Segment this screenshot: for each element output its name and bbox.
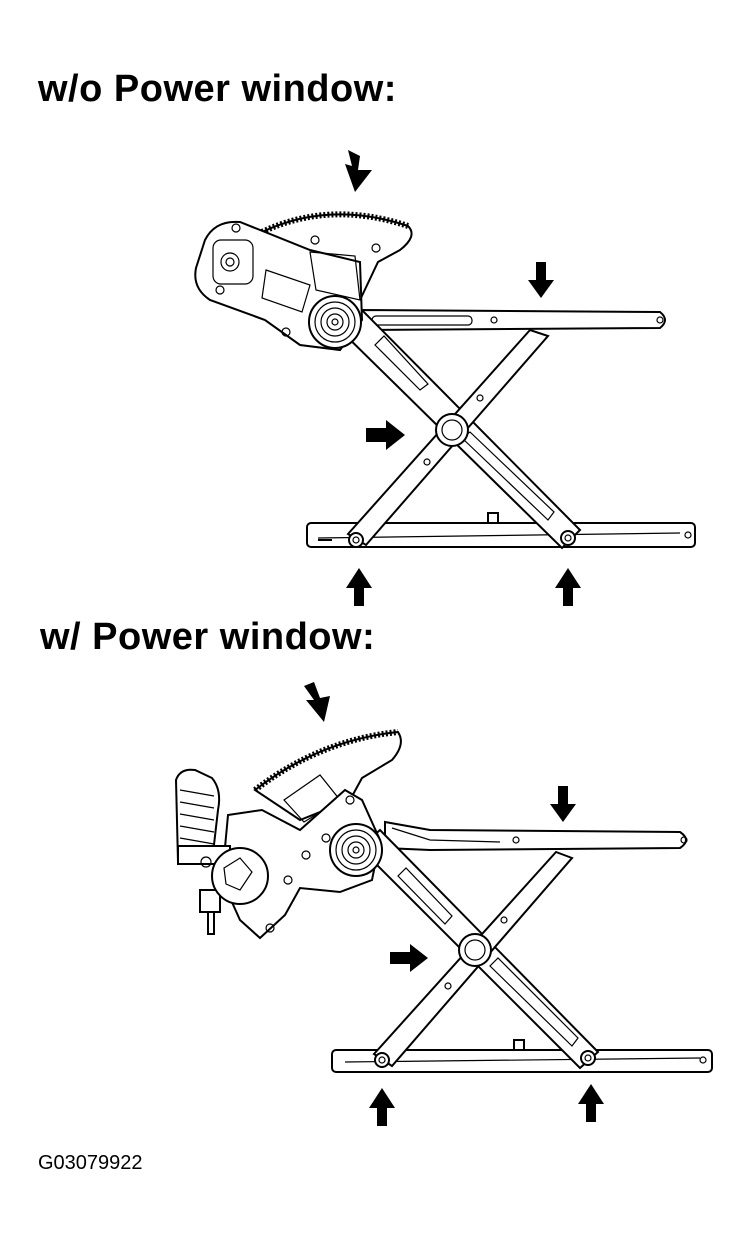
spiral-spring-icon [308,295,362,349]
arrow-icon [304,682,330,722]
heading-without-power-window: w/o Power window: [38,68,397,110]
arrow-icon [550,786,576,822]
base-plate [220,788,382,940]
arrow-icon [390,944,428,972]
arrow-icon [578,1084,604,1122]
center-pivot [458,933,492,967]
power-window-regulator [174,682,713,1126]
arrow-icon [369,1088,395,1126]
arrow-icon [345,150,372,192]
lower-rail [331,1039,713,1073]
heading-with-power-window: w/ Power window: [40,616,376,658]
spiral-spring-icon [329,823,383,877]
center-pivot [435,413,469,447]
manual-window-regulator [194,150,696,606]
arrow-icon [346,568,372,606]
motor-icon [174,768,269,935]
figure-code: G03079922 [38,1152,143,1174]
arrow-icon [555,568,581,606]
arrow-icon [528,262,554,298]
lower-rail [306,512,696,548]
arrow-icon [366,420,405,450]
upper-arm [359,308,666,332]
upper-arm [384,820,688,852]
